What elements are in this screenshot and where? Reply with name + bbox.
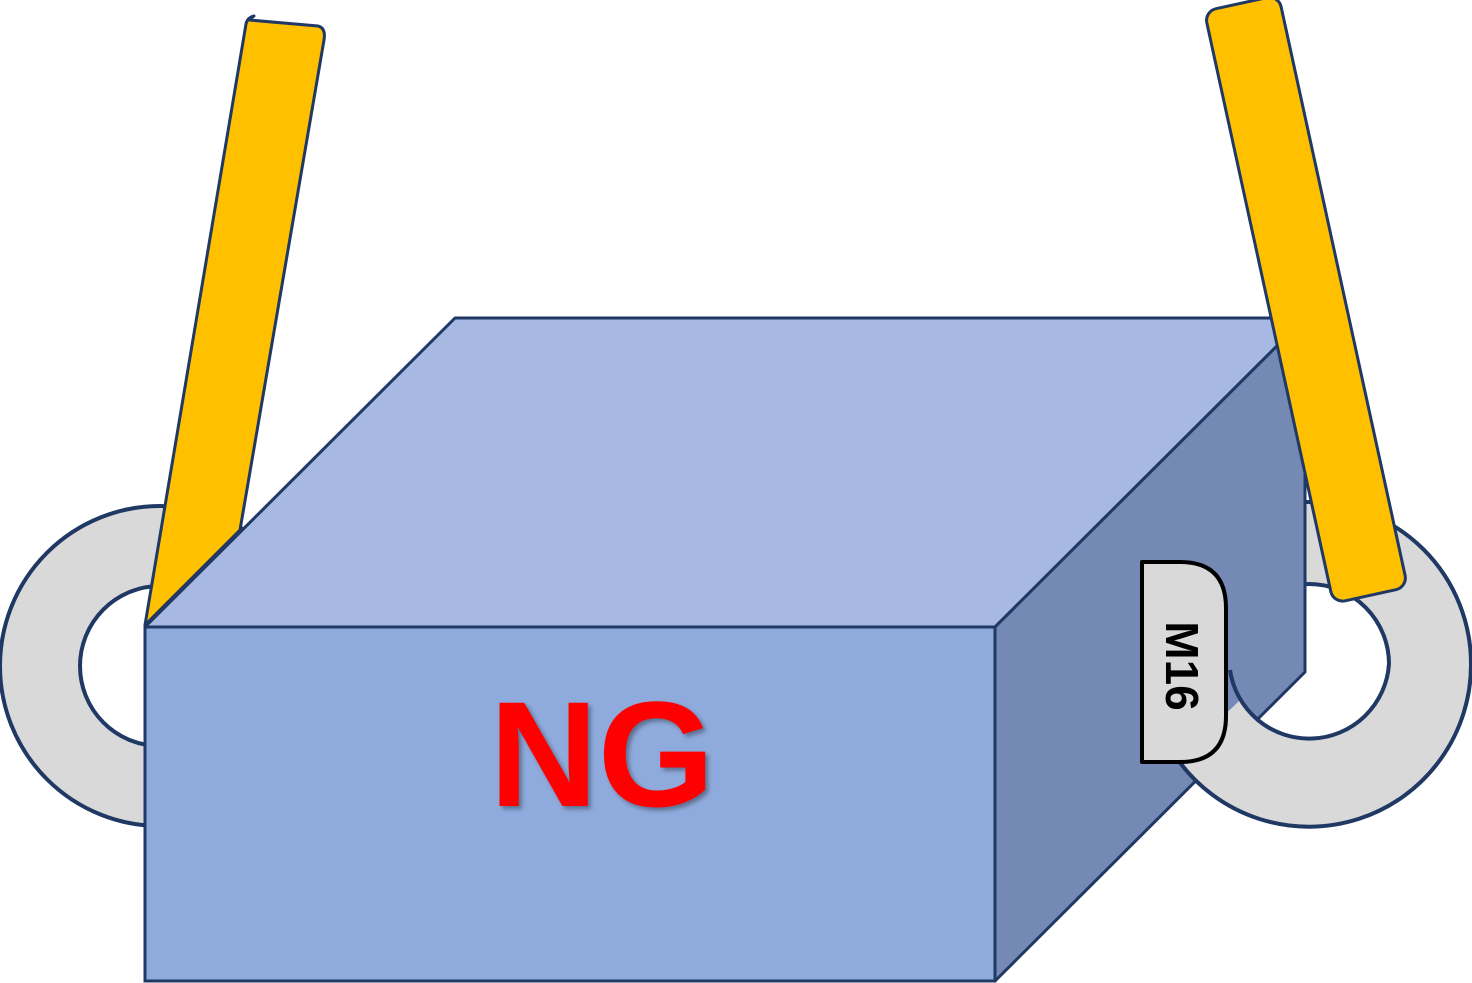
bolt-size-label: M16 [1156,621,1208,710]
right-ring-hole-front-outline [1228,663,1391,741]
left-sling-strap [143,14,326,627]
bolt-tag-icon: M16 [1140,560,1228,764]
bolt-tag-shape [1140,560,1228,764]
right-sling-strap-icon [1205,0,1407,603]
left-sling-strap-icon [143,14,326,627]
load-box [143,316,1307,983]
right-sling-strap [1205,0,1407,603]
right-ring-front-rim [1178,664,1472,827]
right-ring-front-outline [1176,663,1472,829]
ng-label: NG [490,670,715,838]
box-front-face [143,625,997,983]
